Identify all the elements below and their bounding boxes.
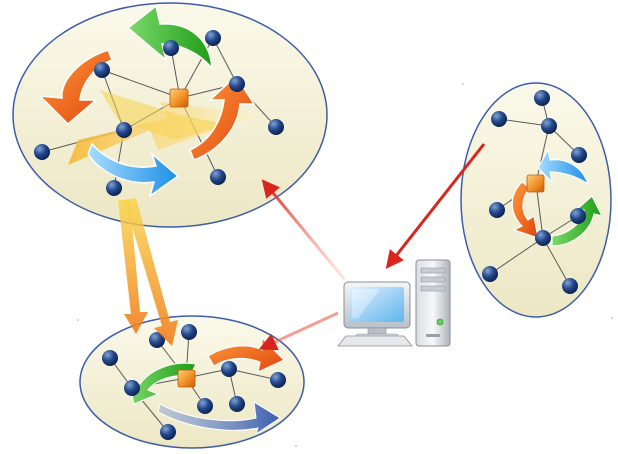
yellow-down-arrow bbox=[118, 200, 148, 334]
desktop-computer-icon bbox=[337, 259, 451, 347]
network-node-icon bbox=[491, 111, 507, 127]
cluster-right-boundary bbox=[460, 82, 612, 318]
network-node-icon bbox=[149, 332, 165, 348]
network-node-icon bbox=[570, 208, 586, 224]
hub-icon bbox=[169, 88, 189, 108]
monitor-icon bbox=[343, 281, 411, 339]
decorative-dots bbox=[77, 83, 613, 447]
inter-cluster-arrows bbox=[118, 198, 178, 346]
network-node-icon bbox=[205, 30, 221, 46]
blue-arrow bbox=[537, 148, 590, 186]
cluster-bottom-left-nodes bbox=[102, 324, 286, 440]
network-node-icon bbox=[94, 62, 110, 78]
cluster-top-left-nodes bbox=[34, 30, 284, 196]
network-node-icon bbox=[482, 266, 498, 282]
network-node-icon bbox=[197, 398, 213, 414]
network-node-icon bbox=[562, 278, 578, 294]
tower-case-icon bbox=[415, 259, 451, 347]
orange-arrow bbox=[189, 74, 256, 161]
orange-arrow bbox=[511, 181, 539, 239]
network-node-icon bbox=[210, 169, 226, 185]
yellow-arrow bbox=[100, 90, 230, 140]
network-node-icon bbox=[571, 147, 587, 163]
network-node-icon bbox=[34, 144, 50, 160]
network-node-icon bbox=[124, 380, 140, 396]
cluster-right-nodes bbox=[482, 90, 587, 294]
red-connection-arrows bbox=[258, 143, 486, 351]
red-arrow bbox=[258, 311, 339, 351]
network-node-icon bbox=[535, 230, 551, 246]
network-node-icon bbox=[270, 372, 286, 388]
network-node-icon bbox=[541, 118, 557, 134]
hub-icon bbox=[177, 369, 196, 388]
network-node-icon bbox=[534, 90, 550, 106]
network-node-icon bbox=[229, 76, 245, 92]
network-node-icon bbox=[229, 396, 245, 412]
yellow-down-arrow bbox=[124, 198, 178, 346]
network-node-icon bbox=[489, 202, 505, 218]
hub-icon bbox=[526, 174, 545, 193]
network-node-icon bbox=[221, 361, 237, 377]
red-arrow bbox=[261, 179, 347, 281]
network-node-icon bbox=[106, 180, 122, 196]
blue-arrow bbox=[87, 142, 180, 198]
cluster-right bbox=[460, 82, 612, 318]
network-node-icon bbox=[116, 122, 132, 138]
keyboard-icon bbox=[337, 335, 413, 347]
cluster-bottom-left bbox=[79, 315, 305, 449]
dark-blue-arrow bbox=[157, 401, 281, 436]
network-node-icon bbox=[102, 350, 118, 366]
network-node-icon bbox=[181, 324, 197, 340]
network-node-icon bbox=[268, 119, 284, 135]
network-node-icon bbox=[160, 424, 176, 440]
cluster-top-left bbox=[12, 2, 328, 228]
green-arrow bbox=[551, 195, 604, 247]
network-node-icon bbox=[163, 40, 179, 56]
red-arrow bbox=[385, 143, 486, 269]
